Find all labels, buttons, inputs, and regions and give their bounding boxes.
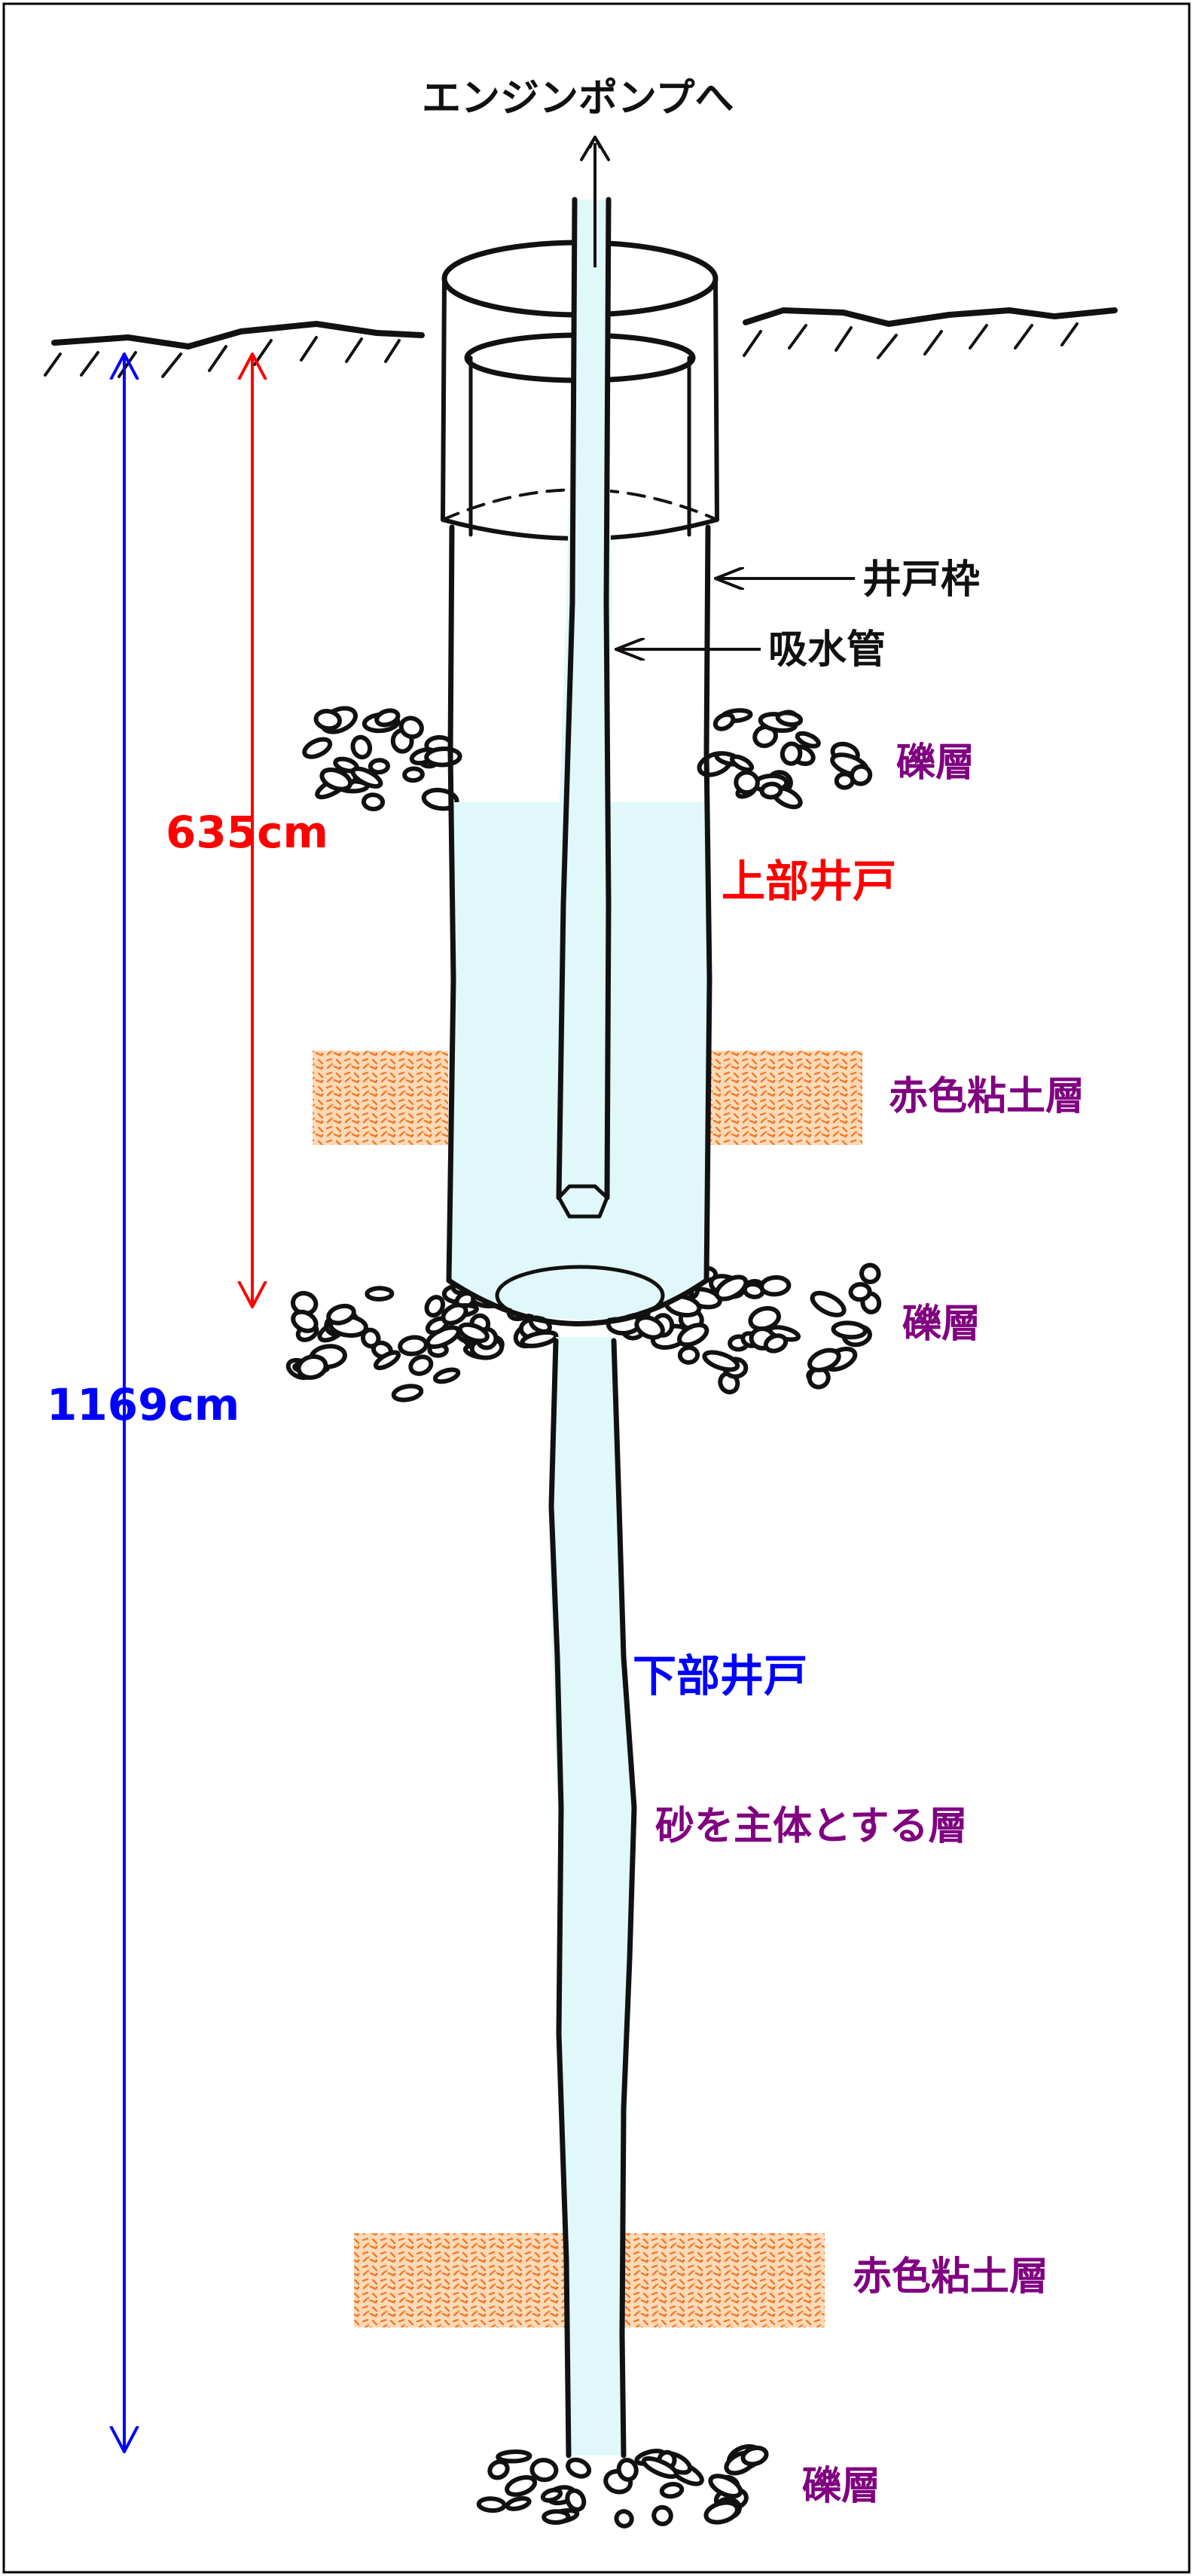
gravel-stone <box>365 1286 395 1302</box>
gravel-stone <box>703 2500 740 2525</box>
gravel-stone <box>368 758 390 775</box>
gravel-layer-bottom-label: 礫層 <box>802 2464 880 2509</box>
gravel-stone <box>542 2509 571 2526</box>
total-depth-label: 1169cm <box>47 1379 240 1430</box>
gravel-stone <box>614 2509 634 2529</box>
red-clay-layer-upper <box>313 1051 862 1145</box>
gravel-layer-upper-label: 礫層 <box>896 740 975 786</box>
gravel-stone <box>496 2449 532 2464</box>
gravel-stone <box>702 1350 740 1372</box>
gravel-stone <box>780 741 803 766</box>
gravel-stone <box>505 2495 532 2511</box>
gravel-stone <box>566 2457 592 2479</box>
gravel-stone <box>859 1262 881 1284</box>
gravel-layer-middle-label: 礫層 <box>902 1302 981 1347</box>
gravel-stone <box>313 709 343 731</box>
gravel-stone <box>540 2487 563 2503</box>
gravel-stone <box>759 781 783 800</box>
gravel-stone <box>398 716 424 740</box>
gravel-stone <box>373 1350 401 1371</box>
gravel-stone <box>476 2496 507 2513</box>
gravel-stone <box>350 766 383 789</box>
gravel-stone <box>616 2458 639 2482</box>
gravel-stone <box>398 1335 429 1357</box>
gravel-stone <box>457 1322 490 1344</box>
gravel-stone <box>326 1303 356 1326</box>
gravel-stone <box>641 2456 679 2479</box>
engine-pump-label: エンジンポンプへ <box>422 76 734 121</box>
gravel-layer-bottom <box>476 2444 769 2529</box>
gravel-stone <box>296 1354 328 1380</box>
suction-pipe-label: 吸水管 <box>768 627 886 673</box>
gravel-stone <box>424 1295 446 1318</box>
gravel-stone <box>708 2474 743 2499</box>
gravel-stone <box>759 1275 792 1297</box>
gravel-stone <box>391 1384 424 1402</box>
gravel-stone <box>441 1302 468 1326</box>
gravel-stone <box>677 1345 700 1365</box>
gravel-stone <box>634 1315 665 1340</box>
gravel-stone <box>752 725 778 749</box>
suction-pipe <box>556 197 612 1219</box>
gravel-stone <box>763 1333 789 1354</box>
gravel-stone <box>729 754 755 772</box>
gravel-stone <box>795 731 821 749</box>
gravel-stone <box>831 1320 868 1340</box>
gravel-stone <box>291 1309 319 1333</box>
gravel-stone <box>424 746 462 768</box>
gravel-stone <box>734 770 760 795</box>
gravel-stone <box>360 1327 381 1349</box>
gravel-stone <box>505 2475 538 2497</box>
gravel-stone <box>432 1367 461 1384</box>
well-frame-label: 井戸枠 <box>862 557 980 603</box>
gravel-stone <box>714 1274 749 1302</box>
gravel-stone <box>565 2488 587 2512</box>
gravel-stone <box>374 708 401 728</box>
gravel-stone <box>361 792 386 812</box>
gravel-stone <box>848 1282 872 1302</box>
gravel-stone <box>319 767 353 792</box>
upper-depth-label: 635cm <box>166 807 328 858</box>
red-clay-layer-lower-label: 赤色粘土層 <box>853 2254 1048 2300</box>
gravel-stone <box>651 2504 673 2526</box>
gravel-layer-middle <box>285 1262 882 1402</box>
gravel-stone <box>807 1348 841 1372</box>
gravel-stone <box>402 766 425 783</box>
lower-well <box>548 1337 637 2458</box>
gravel-stone <box>408 1354 434 1376</box>
gravel-stone <box>529 2458 559 2483</box>
sand-layer-label: 砂を主体とする層 <box>655 1804 967 1849</box>
red-clay-layer-upper-label: 赤色粘土層 <box>889 1074 1085 1119</box>
gravel-stone <box>810 1290 847 1317</box>
gravel-stone <box>302 737 333 759</box>
gravel-stone <box>350 734 373 760</box>
gravel-stone <box>677 1323 709 1348</box>
gravel-stone <box>712 712 736 731</box>
gravel-stone <box>740 2445 769 2467</box>
gravel-stone <box>659 2482 685 2499</box>
gravel-stone <box>742 1281 765 1299</box>
gravel-stone <box>520 1329 559 1348</box>
gravel-stone <box>487 2459 510 2480</box>
gravel-layer-upper <box>302 706 873 812</box>
gravel-stone <box>775 710 804 727</box>
gravel-stone <box>849 764 873 786</box>
lower-well-label: 下部井戸 <box>633 1650 807 1702</box>
upper-well-label: 上部井戸 <box>722 856 896 907</box>
